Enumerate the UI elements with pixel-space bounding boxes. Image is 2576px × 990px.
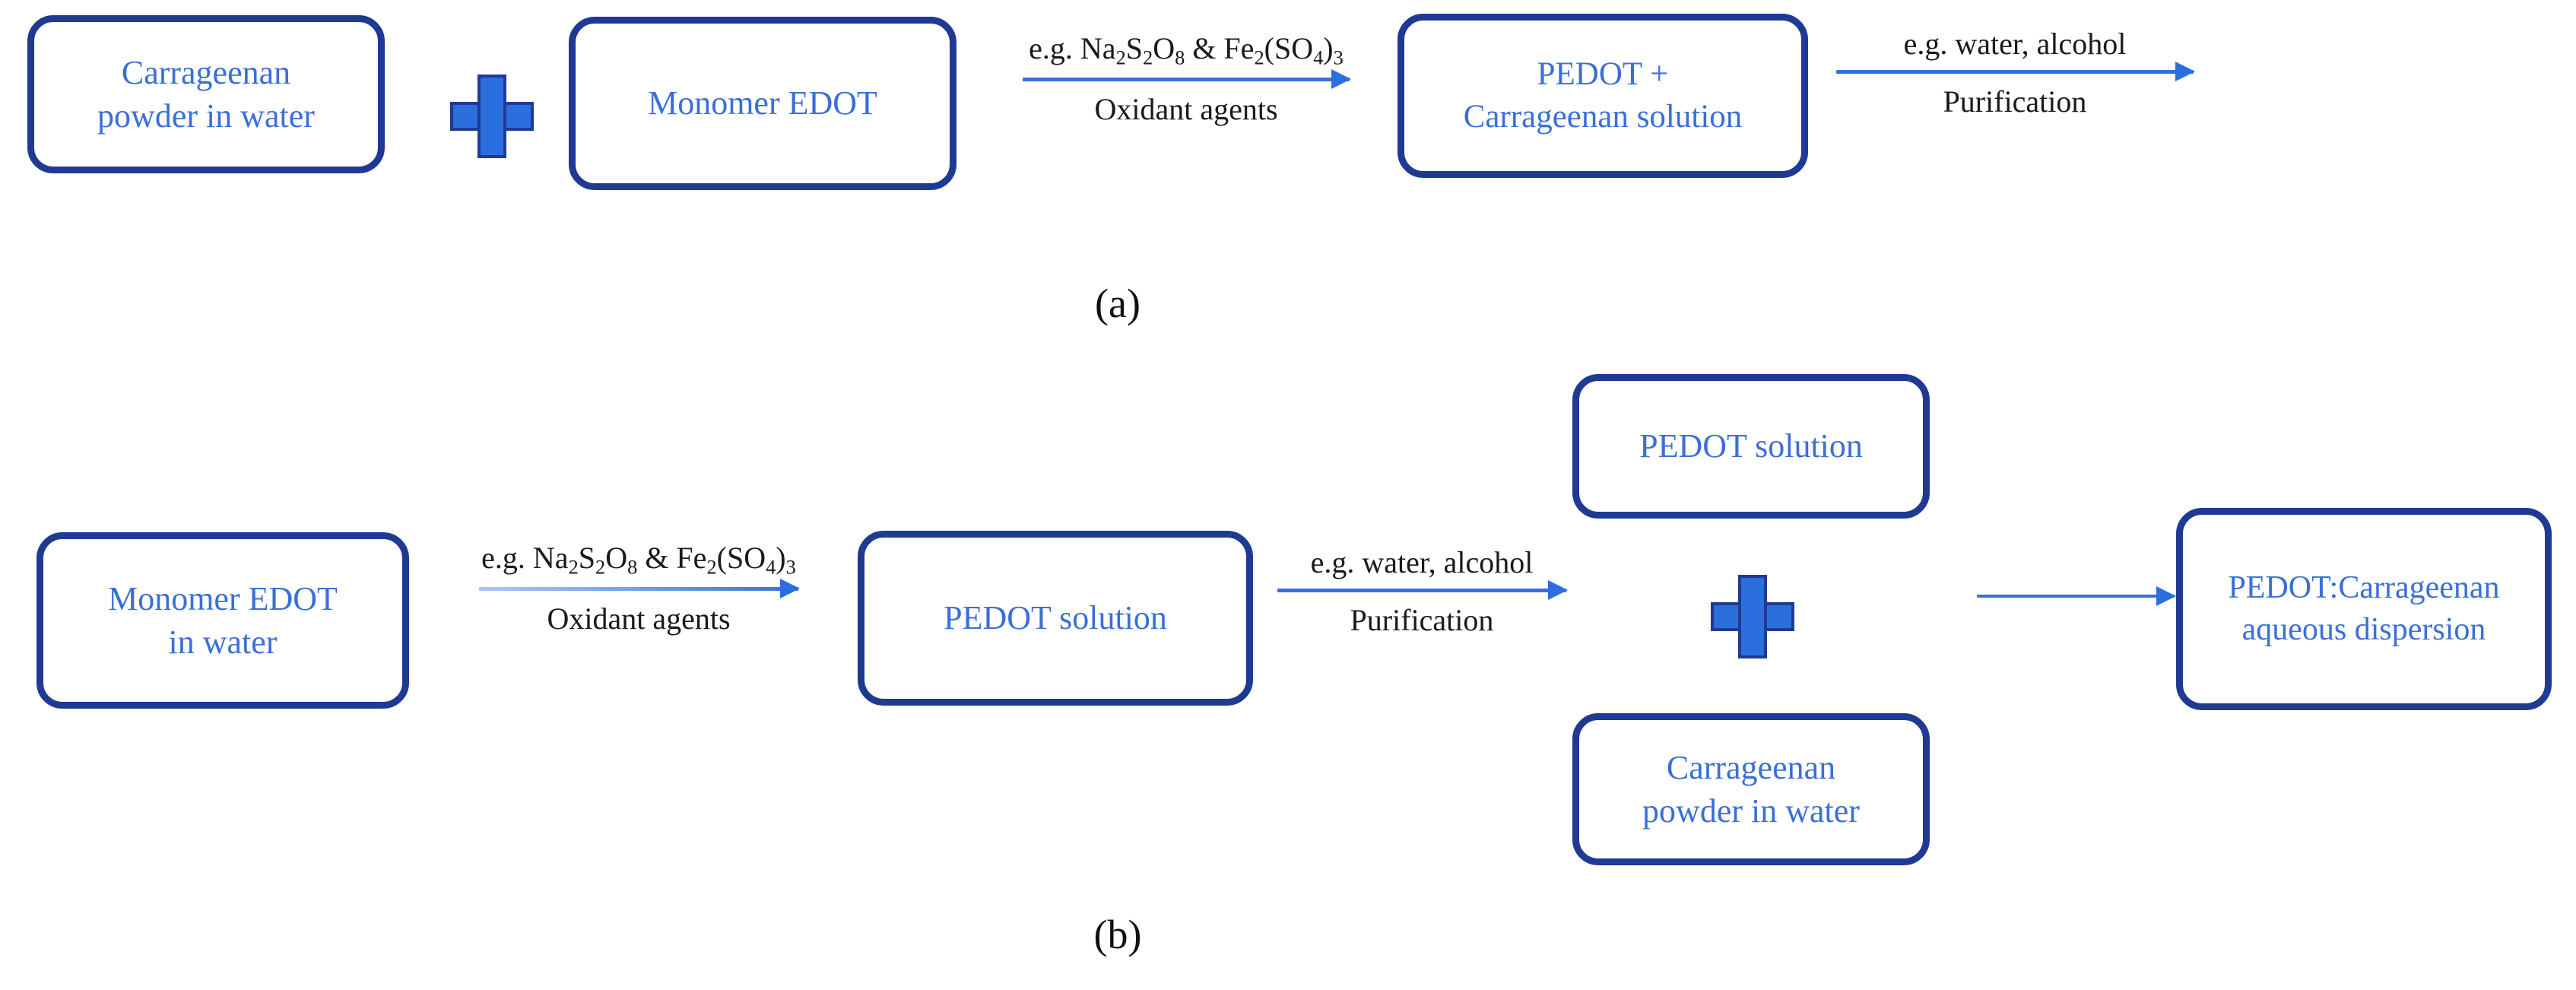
arrow-bottom-label: Purification bbox=[1943, 84, 2087, 119]
box-pedot-carrageenan-solution-a[interactable]: PEDOT + Carrageenan solution bbox=[1397, 14, 1808, 178]
arrow-shaft bbox=[1277, 580, 1568, 600]
arrow-top-label: e.g. water, alcohol bbox=[1310, 545, 1534, 579]
arrow-oxidant-a: e.g. Na2S2O8 & Fe2(SO4)3 Oxidant agents bbox=[981, 32, 1391, 126]
plus-vertical-bar bbox=[1738, 575, 1767, 658]
box-carrageenan-powder-a[interactable]: Carrageenan powder in water bbox=[27, 15, 385, 173]
box-label: PEDOT solution bbox=[944, 599, 1167, 637]
arrow-line bbox=[1277, 588, 1566, 592]
arrow-bottom-label: Purification bbox=[1350, 603, 1494, 637]
box-label: Monomer EDOT bbox=[648, 84, 877, 122]
arrow-shaft bbox=[479, 579, 800, 599]
box-monomer-edot-a[interactable]: Monomer EDOT bbox=[569, 17, 956, 190]
arrow-bottom-label: Oxidant agents bbox=[547, 601, 731, 636]
arrow-line bbox=[1023, 77, 1350, 81]
plus-vertical-bar bbox=[477, 75, 506, 158]
box-carrageenan-powder-b[interactable]: Carrageenan powder in water bbox=[1572, 713, 1930, 865]
arrow-purification-a: e.g. water, alcohol Purification bbox=[1794, 27, 2235, 119]
plus-horizontal-bar bbox=[1711, 602, 1794, 631]
arrow-oxidant-b: e.g. Na2S2O8 & Fe2(SO4)3 Oxidant agents bbox=[433, 541, 844, 636]
plus-icon-a bbox=[450, 75, 534, 158]
box-pedot-solution-mid-b[interactable]: PEDOT solution bbox=[858, 531, 1253, 706]
arrow-head-icon bbox=[1331, 69, 1351, 90]
arrow-top-label: e.g. water, alcohol bbox=[1903, 27, 2127, 61]
arrow-top-label: e.g. Na2S2O8 & Fe2(SO4)3 bbox=[481, 541, 796, 579]
plus-horizontal-bar bbox=[450, 102, 534, 131]
arrow-top-label: e.g. Na2S2O8 & Fe2(SO4)3 bbox=[1029, 31, 1344, 69]
box-label: Carrageenan powder in water bbox=[97, 53, 315, 135]
box-label: Monomer EDOT in water bbox=[108, 579, 338, 661]
arrow-head-icon bbox=[2156, 586, 2176, 606]
box-label: PEDOT solution bbox=[1639, 427, 1863, 465]
arrow-head-icon bbox=[2175, 62, 2195, 81]
arrow-mix-b bbox=[1969, 586, 2182, 606]
arrow-head-icon bbox=[780, 579, 800, 599]
box-label: Carrageenan powder in water bbox=[1642, 748, 1860, 830]
plus-center-patch bbox=[1740, 604, 1765, 629]
arrow-shaft bbox=[1836, 62, 2195, 81]
arrow-shaft bbox=[1023, 69, 1351, 90]
arrow-line bbox=[1977, 595, 2175, 598]
box-label: PEDOT + Carrageenan solution bbox=[1463, 56, 1743, 135]
panel-caption-a: (a) bbox=[1095, 281, 1140, 326]
arrow-purification-b: e.g. water, alcohol Purification bbox=[1262, 546, 1581, 637]
arrow-line bbox=[479, 586, 798, 591]
arrow-line bbox=[1836, 69, 2194, 74]
box-monomer-edot-in-water-b[interactable]: Monomer EDOT in water bbox=[36, 532, 409, 709]
arrow-bottom-label: Oxidant agents bbox=[1094, 92, 1278, 127]
box-pedot-carrageenan-dispersion-b[interactable]: PEDOT:Carrageenan aqueous dispersion bbox=[2176, 508, 2552, 710]
box-label: PEDOT:Carrageenan aqueous dispersion bbox=[2228, 570, 2500, 647]
plus-center-patch bbox=[480, 104, 504, 129]
panel-caption-b: (b) bbox=[1093, 912, 1142, 957]
arrow-shaft bbox=[1977, 586, 2176, 606]
arrow-head-icon bbox=[1548, 580, 1568, 600]
box-pedot-solution-top-b[interactable]: PEDOT solution bbox=[1572, 374, 1930, 519]
plus-icon-b bbox=[1711, 575, 1794, 658]
